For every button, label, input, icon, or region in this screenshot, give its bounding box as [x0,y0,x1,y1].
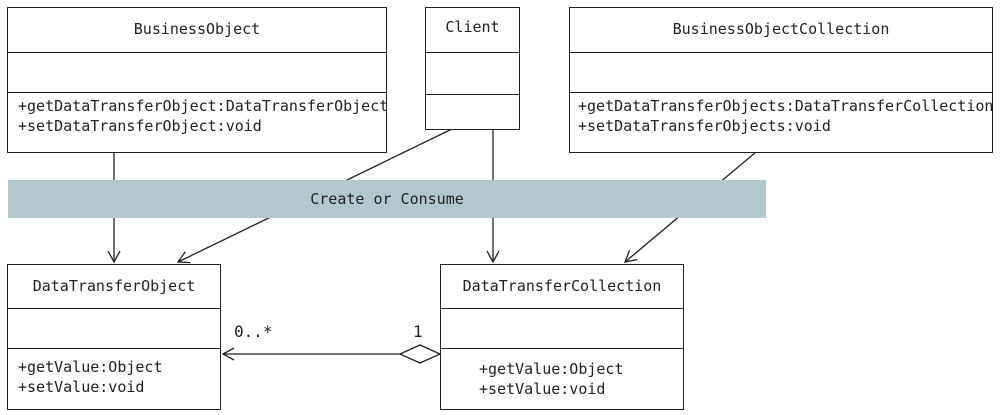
class-attributes [570,53,992,93]
class-attributes [441,309,683,349]
multiplicity-many: 0..* [234,322,273,341]
operation: +setDataTransferObjects:void [578,117,831,135]
operation: +getValue:Object [479,360,624,378]
band-label: Create or Consume [310,190,464,208]
class-business-object: BusinessObject +getDataTransferObject:Da… [7,7,389,153]
operation: +getValue:Object [18,358,163,376]
class-operations: +getValue:Object +setValue:void [8,357,220,397]
class-attributes [8,309,220,349]
class-operations: +getDataTransferObjects:DataTransferColl… [570,96,994,136]
class-data-transfer-object: DataTransferObject +getValue:Object +set… [7,264,221,410]
class-operations: +getValue:Object +setValue:void [441,359,683,399]
multiplicity-one: 1 [413,322,423,341]
class-name: BusinessObjectCollection [570,8,992,53]
class-attributes [8,53,386,93]
class-name: BusinessObject [8,8,386,53]
class-operations: +getDataTransferObject:DataTransferObjec… [8,96,389,136]
create-or-consume-band: Create or Consume [8,180,766,218]
class-name: DataTransferCollection [441,265,683,309]
operation: +setValue:void [18,378,145,396]
class-data-transfer-collection: DataTransferCollection +getValue:Object … [440,264,684,410]
operation: +setValue:void [479,380,606,398]
aggregation-diamond-icon [398,344,442,364]
class-attributes [426,53,519,95]
operation: +setDataTransferObject:void [18,117,262,135]
class-name: Client [426,8,519,53]
class-name: DataTransferObject [8,265,220,309]
class-client: Client [425,7,520,130]
operation: +getDataTransferObject:DataTransferObjec… [18,97,389,115]
operation: +getDataTransferObjects:DataTransferColl… [578,97,994,115]
class-business-object-collection: BusinessObjectCollection +getDataTransfe… [569,7,993,153]
